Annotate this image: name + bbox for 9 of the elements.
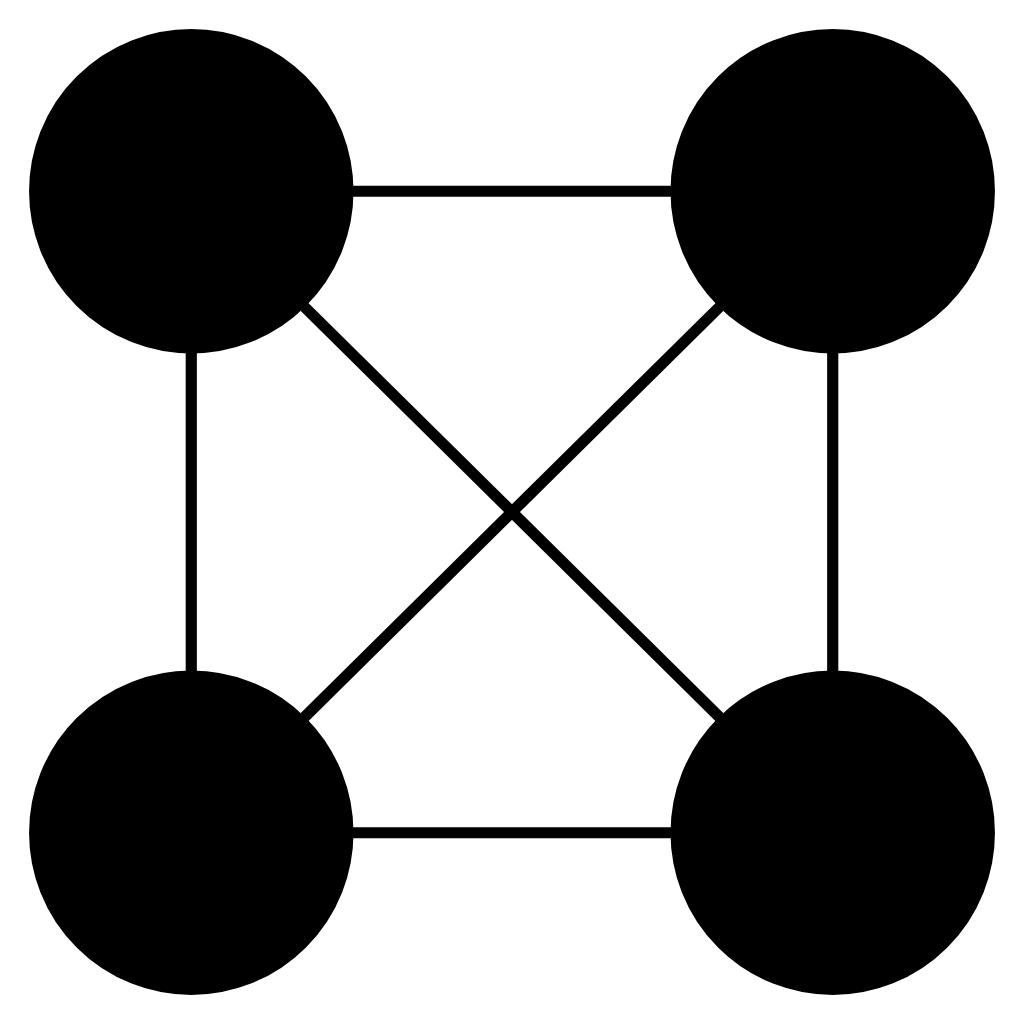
node-circle: [29, 670, 354, 995]
connector: [351, 827, 673, 839]
connector: [827, 351, 839, 672]
node-circle: [29, 29, 354, 354]
connector: [185, 351, 197, 672]
connector: [300, 302, 724, 722]
node-circle: [670, 670, 995, 995]
node-circle: [670, 29, 995, 354]
connector: [351, 185, 673, 197]
